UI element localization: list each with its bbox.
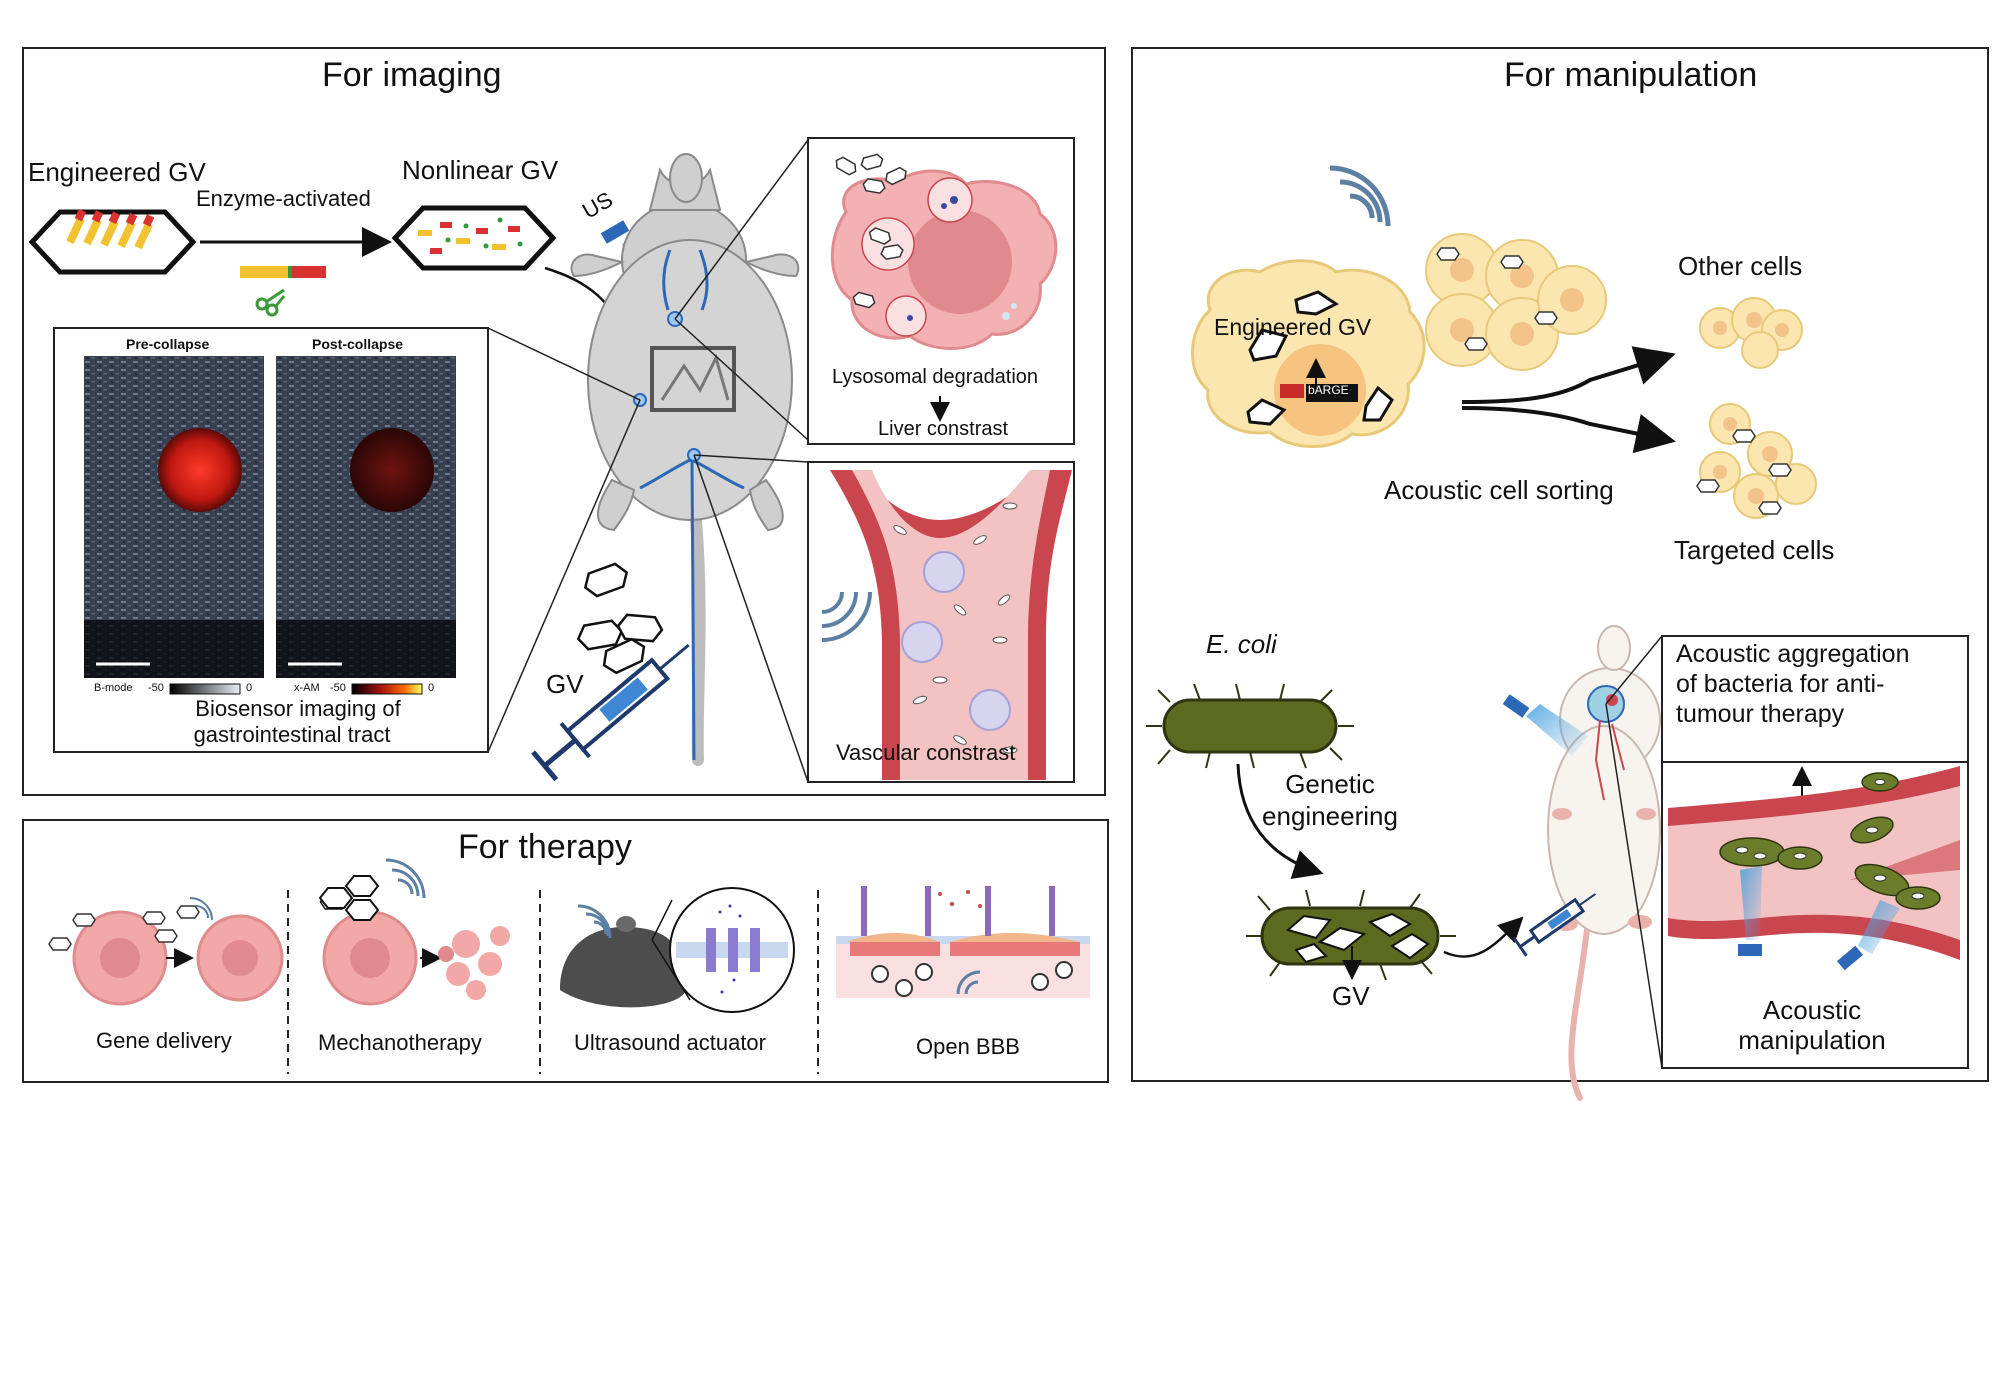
- mouse-illustration: [570, 153, 800, 766]
- acoustic-manip-label-line1: Acoustic: [1762, 995, 1862, 1025]
- nonlinear-gv-label: Nonlinear GV: [402, 155, 559, 185]
- ecoli-illustration: [1146, 683, 1354, 769]
- injection-arrow: [1443, 916, 1524, 958]
- vessel-wave-icon: [821, 591, 872, 642]
- mechanotherapy-illustration: [318, 858, 510, 1006]
- other-cells-label: Other cells: [1678, 251, 1803, 281]
- post-collapse-image: [276, 356, 456, 678]
- zoom-connectors: [487, 139, 809, 783]
- imaging-panel-frame: [22, 47, 1106, 796]
- nonlinear-gv-icon: [391, 205, 557, 271]
- therapy-panel-frame: [22, 819, 1109, 1083]
- enzyme-strip-icon: [240, 266, 326, 278]
- post-collapse-label: Post-collapse: [312, 336, 404, 352]
- acoustic-manip-label-line2: manipulation: [1738, 1025, 1886, 1055]
- cell-cluster-illustration: [1425, 233, 1607, 371]
- open-bbb-illustration: [836, 886, 1090, 998]
- aggregation-label-line1: Acoustic aggregation: [1676, 640, 1910, 668]
- aggregation-label-line2: of bacteria for anti-: [1676, 670, 1885, 698]
- therapy-dividers: [287, 890, 819, 1074]
- therapy-ultrasound-actuator-label: Ultrasound actuator: [574, 1030, 766, 1055]
- rat-illustration: [1547, 625, 1661, 1101]
- ecoli-label: E. coli: [1206, 629, 1277, 659]
- vascular-label: Vascular constrast: [836, 740, 1016, 765]
- sort-wave-icon: [1329, 165, 1391, 227]
- bmode-label: B-mode: [94, 682, 133, 694]
- genetic-label-line1: Genetic: [1285, 769, 1375, 799]
- manipulation-title: For manipulation: [1504, 56, 1758, 94]
- aggregation-box: [1661, 635, 1969, 763]
- therapy-gene-delivery-label: Gene delivery: [96, 1028, 232, 1053]
- bmode-max: 0: [246, 682, 253, 694]
- lysosomal-label: Lysosomal degradation: [832, 366, 1039, 388]
- syringe-icon: [531, 643, 690, 782]
- scissors-icon: [255, 288, 286, 317]
- biosensor-label-line1: Biosensor imaging of: [195, 696, 401, 721]
- xam-colorbar: [351, 683, 423, 695]
- aggregation-label-line3: tumour therapy: [1676, 700, 1845, 728]
- therapy-title: For therapy: [458, 828, 632, 866]
- manipulation-panel-frame: [1131, 47, 1989, 1082]
- enzyme-activated-label: Enzyme-activated: [196, 186, 371, 211]
- sort-arrow-up: [1461, 346, 1676, 404]
- therapy-mechanotherapy-label: Mechanotherapy: [318, 1030, 482, 1055]
- other-cells-illustration: [1699, 297, 1803, 369]
- sorting-label: Acoustic cell sorting: [1384, 475, 1614, 505]
- small-syringe-icon: [1512, 893, 1597, 957]
- targeted-cells-illustration: [1696, 403, 1817, 519]
- genetic-label-line2: engineering: [1262, 801, 1398, 831]
- pre-collapse-label: Pre-collapse: [126, 336, 210, 352]
- bacteria-vessel-illustration: [1668, 766, 1960, 960]
- engineered-ecoli-illustration: [1246, 889, 1456, 981]
- biosensor-label-line2: gastrointestinal tract: [193, 722, 391, 747]
- imaging-title: For imaging: [322, 56, 502, 94]
- engineered-gv-cell-label: Engineered GV: [1214, 314, 1372, 340]
- xam-min: -50: [330, 682, 346, 694]
- pre-collapse-image: [84, 356, 264, 678]
- rat-zoom-connectors: [1605, 635, 1663, 1069]
- xam-label: x-AM: [294, 682, 320, 694]
- manip-us-beams-icon: [1738, 866, 1900, 971]
- engineered-cell-illustration: [1191, 259, 1426, 448]
- manip-gv-label: GV: [1332, 981, 1370, 1011]
- liver-label: Liver constrast: [878, 418, 1009, 440]
- barge-label: bARGE: [1308, 383, 1349, 397]
- blood-vessel-illustration: [830, 470, 1072, 780]
- engineered-gv-icon: [28, 208, 197, 275]
- xam-max: 0: [428, 682, 435, 694]
- engineering-arrow: [1236, 763, 1324, 879]
- gv-particles-icon: [575, 559, 665, 678]
- gv-label: GV: [546, 669, 584, 699]
- bmode-colorbar: [169, 683, 241, 695]
- bmode-min: -50: [148, 682, 164, 694]
- ultrasound-actuator-illustration: [560, 887, 795, 1013]
- targeted-cells-label: Targeted cells: [1674, 535, 1835, 565]
- therapy-open-bbb-label: Open BBB: [916, 1034, 1020, 1059]
- sort-arrow-down: [1461, 406, 1676, 454]
- rat-us-transducer-icon: [1502, 694, 1588, 756]
- engineered-gv-label: Engineered GV: [28, 157, 206, 187]
- gene-delivery-illustration: [48, 897, 284, 1006]
- kupffer-cell-illustration: [830, 152, 1058, 350]
